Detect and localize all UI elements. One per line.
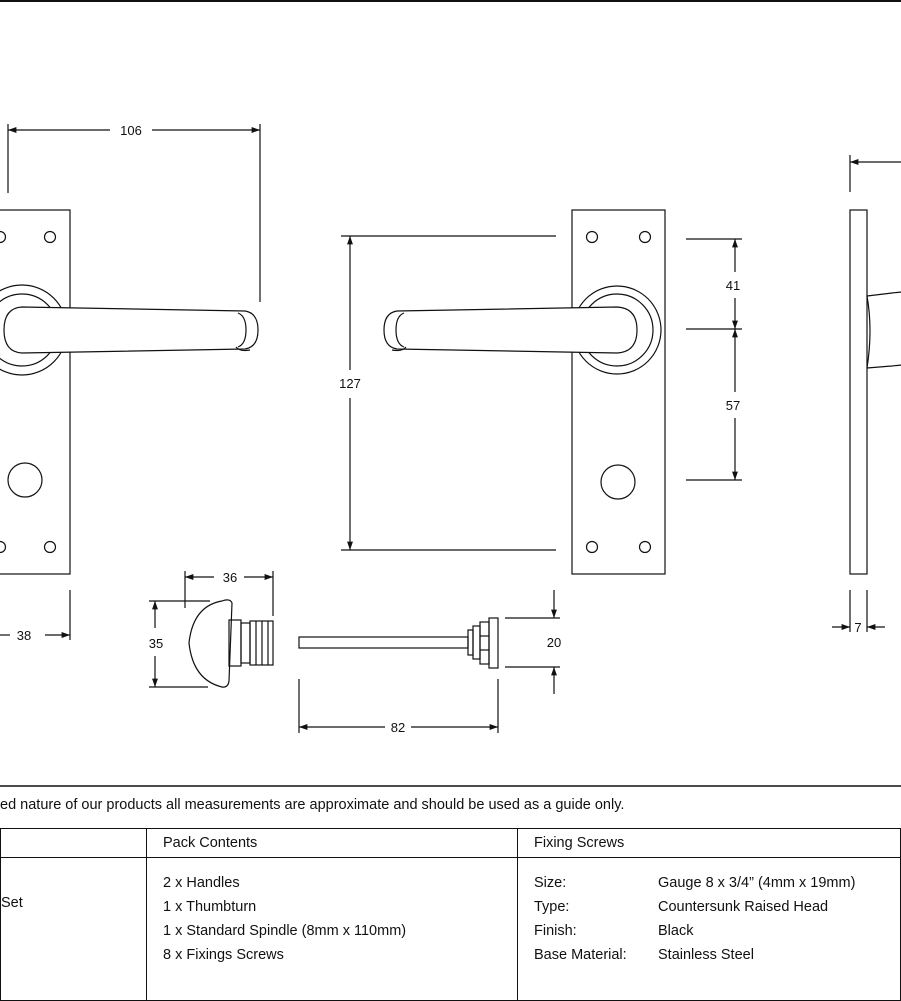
dim-label-36: 36 xyxy=(223,570,237,585)
pack-contents-header-label: Pack Contents xyxy=(163,835,258,851)
dim-label-106: 106 xyxy=(120,123,142,138)
spec-col0-fragment: Set xyxy=(1,895,23,911)
pack-item: 1 x Standard Spindle (8mm x 110mm) xyxy=(163,923,407,939)
spec-row-material: Base Material: Stainless Steel xyxy=(534,943,900,967)
middle-handle-view xyxy=(383,209,666,575)
spec-row-type: Type: Countersunk Raised Head xyxy=(534,895,900,919)
pack-item: 2 x Handles xyxy=(163,875,240,891)
dim-label-35: 35 xyxy=(149,636,163,651)
fixing-screws-header: Fixing Screws xyxy=(517,828,901,858)
pack-contents-header: Pack Contents xyxy=(146,828,518,858)
spec-row-finish: Finish: Black xyxy=(534,919,900,943)
spec-label: Size: xyxy=(534,875,567,891)
dim-label-82: 82 xyxy=(391,720,405,735)
disclaimer-note: ed nature of our products all measuremen… xyxy=(0,797,625,813)
pack-item: 8 x Fixings Screws xyxy=(163,947,284,963)
pack-contents-cell: 2 x Handles 1 x Thumbturn 1 x Standard S… xyxy=(146,857,518,1001)
thumbturn-view xyxy=(188,599,274,688)
side-view xyxy=(849,209,901,575)
spec-row-size: Size: Gauge 8 x 3/4” (4mm x 19mm) xyxy=(534,871,900,895)
dim-label-41: 41 xyxy=(726,278,740,293)
spec-table: Pack Contents Fixing Screws Set 2 x Hand… xyxy=(0,828,901,1001)
spec-col0-header xyxy=(0,828,147,858)
dim-label-38: 38 xyxy=(17,628,31,643)
spindle-view xyxy=(298,617,499,669)
fixing-screws-header-label: Fixing Screws xyxy=(534,835,625,851)
dim-label-57: 57 xyxy=(726,398,740,413)
spec-value: Black xyxy=(658,923,694,939)
spec-value: Gauge 8 x 3/4” (4mm x 19mm) xyxy=(658,875,856,891)
dim-label-127: 127 xyxy=(339,376,361,391)
spec-col0-cell: Set xyxy=(0,857,147,1001)
spec-label: Finish: xyxy=(534,923,577,939)
spec-label: Type: xyxy=(534,899,570,915)
dim-label-7: 7 xyxy=(854,620,861,635)
dim-label-20: 20 xyxy=(547,635,561,650)
spec-label: Base Material: xyxy=(534,947,627,963)
fixing-screws-cell: Size: Gauge 8 x 3/4” (4mm x 19mm) Type: Co… xyxy=(517,857,901,1001)
left-handle-view xyxy=(0,209,259,575)
technical-drawing: 106 38 127 41 57 36 35 82 20 7 xyxy=(0,0,901,787)
spec-value: Stainless Steel xyxy=(658,947,754,963)
pack-item: 1 x Thumbturn xyxy=(163,899,257,915)
spec-value: Countersunk Raised Head xyxy=(658,899,829,915)
